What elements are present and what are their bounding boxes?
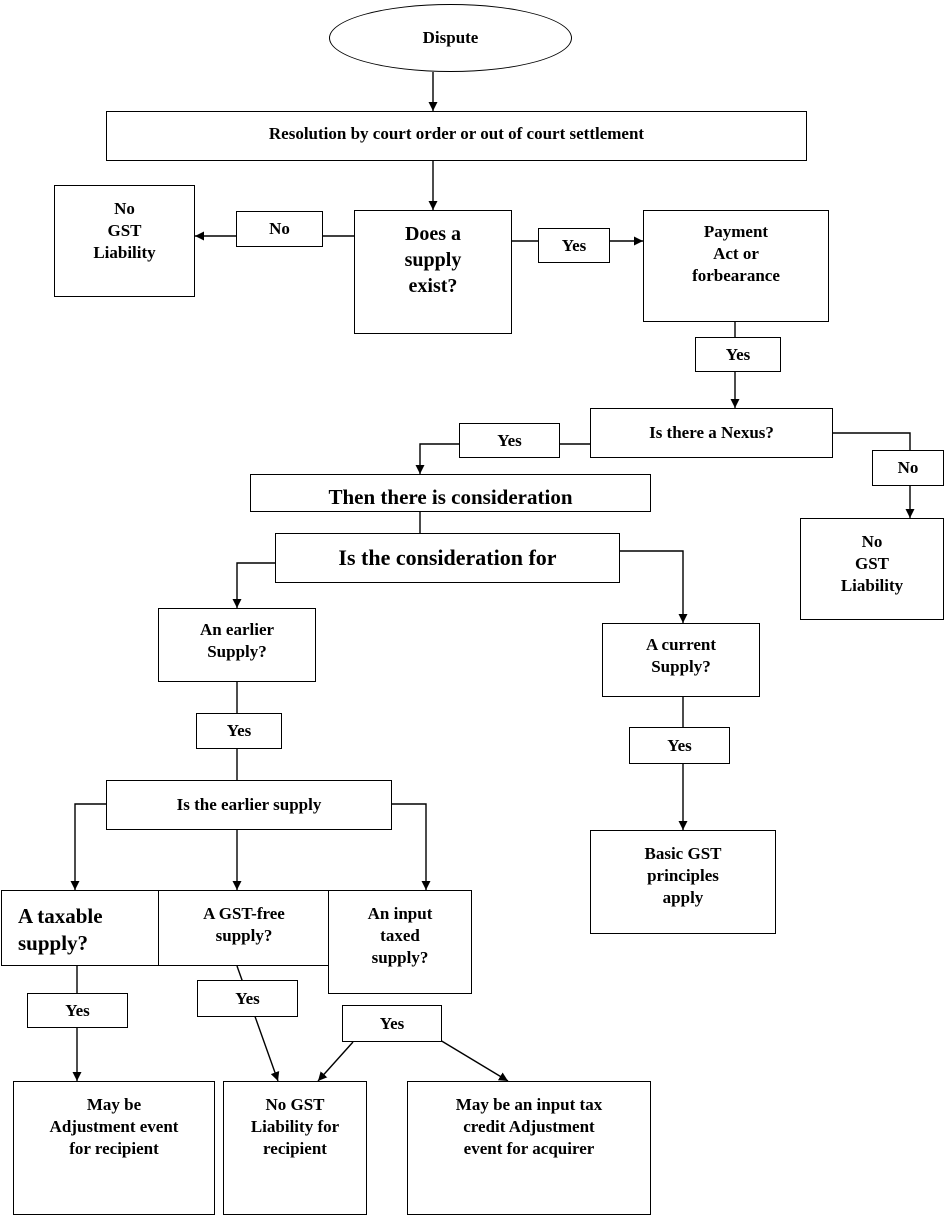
edge-label-yes-earlier-text: Yes [226, 721, 252, 740]
edge-label-yes-nexus: Yes [459, 423, 560, 458]
no-gst-liability-right-box: No GST Liability [800, 518, 944, 620]
taxable-supply-box: A taxable supply? [1, 890, 159, 966]
gst-free-supply-text: A GST-free supply? [203, 904, 285, 946]
consideration-for-text: Is the consideration for [338, 544, 557, 570]
payment-text: Payment Act or forbearance [692, 222, 780, 286]
no-gst-liability-left-text: No GST Liability [93, 199, 156, 263]
resolution-text: Resolution by court order or out of cour… [268, 124, 645, 143]
is-earlier-supply-box: Is the earlier supply [106, 780, 392, 830]
edge-label-yes-earlier: Yes [196, 713, 282, 749]
itc-adjustment-text: May be an input tax credit Adjustment ev… [455, 1095, 603, 1159]
supply-exist-text: Does a supply exist? [404, 223, 462, 297]
dispute-text: Dispute [422, 27, 479, 47]
no-gst-liability-right-text: No GST Liability [840, 532, 904, 596]
edge-label-yes-payment-text: Yes [725, 344, 751, 364]
nexus-box: Is there a Nexus? [590, 408, 833, 458]
edge-label-yes-payment: Yes [695, 337, 781, 372]
edge-label-yes-input-taxed-text: Yes [379, 1013, 405, 1033]
no-gst-recipient-box: No GST Liability for recipient [223, 1081, 367, 1215]
arrow-earlier-question-to-taxable [70, 803, 106, 890]
basic-gst-text: Basic GST principles apply [644, 844, 722, 908]
arrow-question-to-current-supply [620, 550, 688, 623]
edge-label-yes-taxable-text: Yes [65, 1000, 90, 1020]
itc-adjustment-box: May be an input tax credit Adjustment ev… [407, 1081, 651, 1215]
earlier-supply-text: An earlier Supply? [199, 620, 275, 662]
no-gst-liability-left-box: No GST Liability [54, 185, 195, 297]
edge-label-yes-input-taxed: Yes [342, 1005, 442, 1042]
current-supply-text: A current Supply? [645, 635, 717, 677]
basic-gst-box: Basic GST principles apply [590, 830, 776, 934]
edge-label-yes-supply: Yes [538, 228, 610, 263]
supply-exist-box: Does a supply exist? [354, 210, 512, 334]
edge-label-yes-supply-text: Yes [561, 235, 587, 255]
nexus-text: Is there a Nexus? [649, 422, 774, 442]
input-taxed-supply-box: An input taxed supply? [328, 890, 472, 994]
current-supply-box: A current Supply? [602, 623, 760, 697]
arrow-input-taxed-yes-to-itc-adjustment [429, 1033, 509, 1082]
arrow-input-taxed-yes-to-no-gst-recipient [317, 1041, 354, 1082]
edge-label-yes-gst-free: Yes [197, 980, 298, 1017]
edge-label-yes-gst-free-text: Yes [235, 988, 260, 1008]
edge-label-no-nexus-text: No [897, 458, 919, 477]
taxable-supply-text: A taxable supply? [18, 904, 103, 956]
edge-label-no-nexus: No [872, 450, 944, 486]
adjustment-recipient-box: May be Adjustment event for recipient [13, 1081, 215, 1215]
resolution-box: Resolution by court order or out of cour… [106, 111, 807, 161]
dispute-oval: Dispute [329, 4, 572, 72]
adjustment-recipient-text: May be Adjustment event for recipient [49, 1095, 179, 1159]
edge-label-yes-nexus-text: Yes [497, 430, 522, 450]
earlier-supply-box: An earlier Supply? [158, 608, 316, 682]
input-taxed-supply-text: An input taxed supply? [367, 904, 433, 968]
arrow-question-to-earlier-supply [232, 562, 275, 608]
edge-label-yes-current-text: Yes [667, 735, 692, 755]
edge-label-no-supply: No [236, 211, 323, 247]
edge-label-no-supply-text: No [269, 219, 290, 238]
consideration-text: Then there is consideration [328, 485, 573, 509]
arrow-nexus-no-to-no-gst [833, 432, 915, 518]
edge-label-yes-current: Yes [629, 727, 730, 764]
payment-box: Payment Act or forbearance [643, 210, 829, 322]
consideration-box: Then there is consideration [250, 474, 651, 512]
arrow-earlier-question-to-input-taxed [392, 803, 431, 890]
consideration-for-box: Is the consideration for [275, 533, 620, 583]
no-gst-recipient-text: No GST Liability for recipient [250, 1095, 340, 1159]
gst-free-supply-box: A GST-free supply? [158, 890, 330, 966]
is-earlier-supply-text: Is the earlier supply [176, 794, 322, 814]
edge-label-yes-taxable: Yes [27, 993, 128, 1028]
